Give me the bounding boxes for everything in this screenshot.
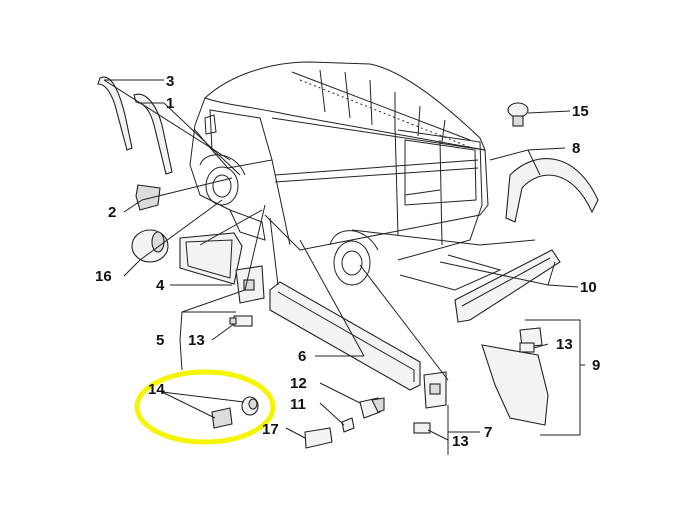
callout-15: 15: [572, 103, 589, 120]
callout-16: 16: [95, 268, 112, 285]
callout-10: 10: [580, 279, 597, 296]
callout-13-left: 13: [188, 332, 205, 349]
clip-13c-part: [519, 342, 535, 353]
rear-moulding-10: [454, 249, 561, 323]
rivet-17-part: [304, 427, 333, 449]
screw-11-part: [341, 417, 355, 433]
highlight-ellipse: [134, 369, 276, 445]
trim-piece-2: [135, 184, 161, 211]
corner-panel-9: [481, 344, 549, 426]
callout-6: 6: [298, 348, 306, 365]
side-moulding-6: [269, 281, 421, 391]
callout-13-bottom: 13: [452, 433, 469, 450]
callout-2: 2: [108, 204, 116, 221]
callout-5: 5: [156, 332, 164, 349]
callout-8: 8: [572, 140, 580, 157]
callout-17: 17: [262, 421, 279, 438]
clip-14-part: [211, 407, 233, 429]
leader-lines: [103, 79, 585, 455]
callout-9: 9: [592, 357, 600, 374]
wheel-arch-trim-8: [505, 158, 599, 223]
callout-1: 1: [166, 95, 174, 112]
callout-4: 4: [156, 277, 165, 294]
callout-3: 3: [166, 73, 174, 90]
callout-13-right: 13: [556, 336, 573, 353]
clip-13b-part: [413, 422, 431, 434]
callout-14: 14: [148, 381, 165, 398]
bolt-15-part: [507, 102, 529, 118]
clip-13a-part: [233, 315, 253, 327]
side-moulding-4: [179, 232, 243, 285]
callout-labels: 3 1 2 16 4 5 13 14 6 12 11 17 13 7 15 8 …: [95, 73, 600, 450]
callout-12: 12: [290, 375, 307, 392]
wheel-arch-trim-3: [97, 76, 133, 151]
callout-11: 11: [290, 396, 306, 413]
callout-7: 7: [484, 424, 492, 441]
